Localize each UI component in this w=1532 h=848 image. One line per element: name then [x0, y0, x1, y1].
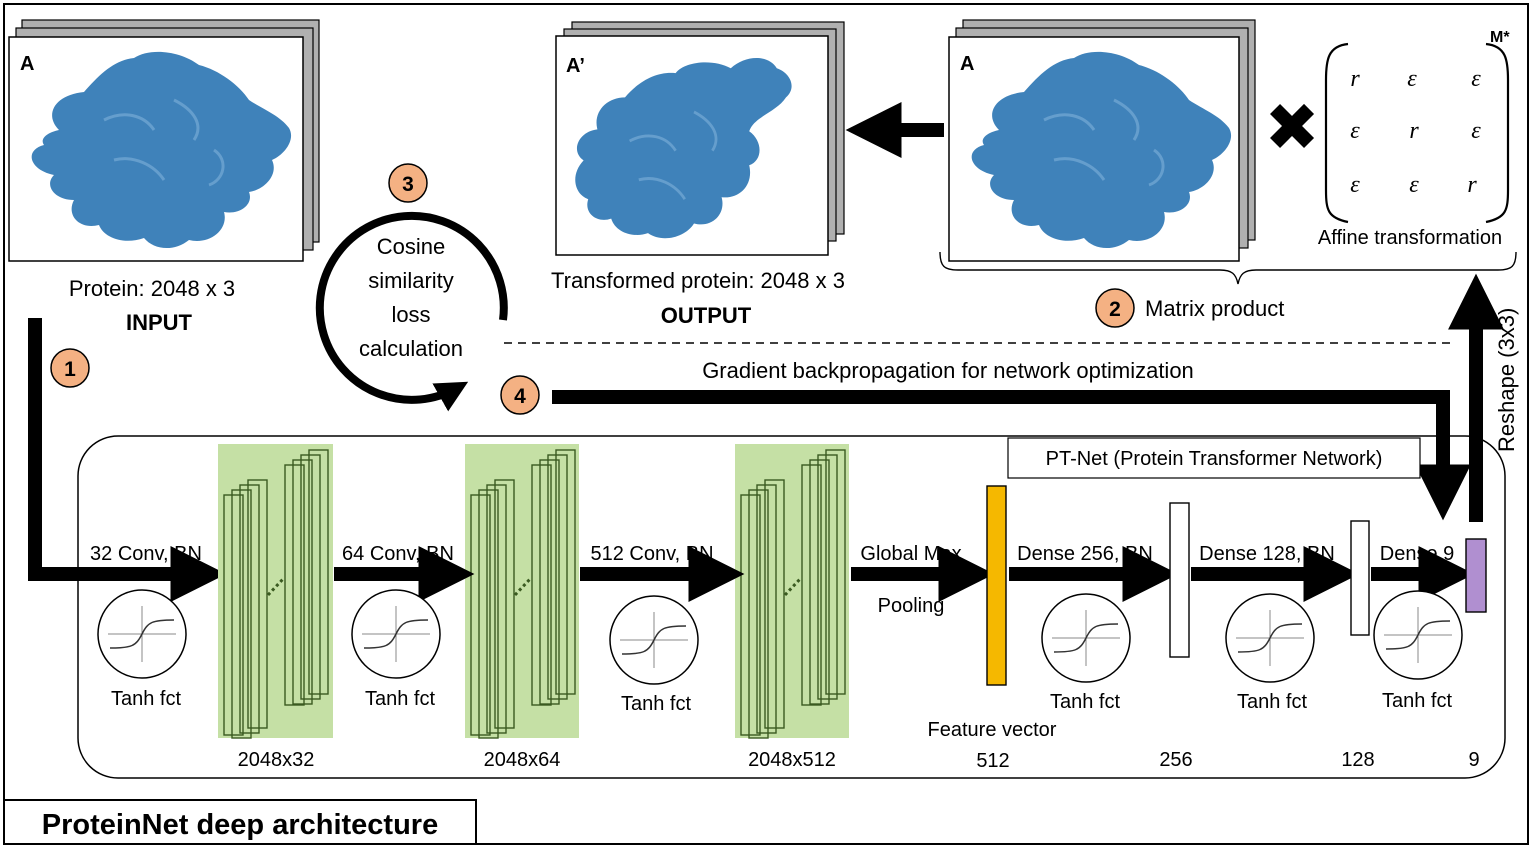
size-label: 9 — [1468, 749, 1479, 771]
activation-label: Tanh fct — [1237, 691, 1307, 713]
feature-vector-label: Feature vector — [928, 719, 1057, 741]
conv-block-1 — [218, 444, 333, 739]
affine-matrix: M* r ε ε ε r ε ε ε r — [1324, 29, 1510, 224]
output-protein-panel: A’ — [555, 21, 845, 256]
layer-op-label: Dense 9 — [1380, 543, 1455, 565]
tanh-curve-icon — [1373, 590, 1463, 680]
activation-label: Tanh fct — [1050, 691, 1120, 713]
loss-line: Cosine — [377, 234, 445, 259]
matrix-cell: ε — [1409, 172, 1419, 198]
tanh-curve-icon — [97, 589, 187, 679]
matrix-product-caption: Matrix product — [1145, 296, 1284, 321]
protein-blob — [971, 51, 1232, 249]
step-1-badge — [50, 348, 90, 388]
size-label: 512 — [976, 750, 1009, 772]
multiply-icon: ✖ — [1264, 90, 1319, 164]
step-4-number: 4 — [514, 385, 526, 408]
tanh-curve-icon — [1225, 593, 1315, 683]
step-2-badge — [1095, 288, 1135, 328]
input-protein-panel: A — [8, 19, 320, 262]
pooling-label-2: Pooling — [878, 595, 945, 617]
affine-caption: Affine transformation — [1318, 227, 1502, 249]
outer-frame — [3, 3, 1529, 845]
loss-line: similarity — [368, 268, 454, 293]
size-label: 128 — [1341, 749, 1374, 771]
conv-block-3 — [735, 444, 849, 739]
loss-cycle-arrow — [315, 211, 508, 412]
tanh-curve-icon — [1041, 593, 1131, 683]
dense-128-bar — [1350, 520, 1370, 636]
step-4-badge — [500, 375, 540, 415]
tanh-curve-icon — [351, 589, 441, 679]
size-label: 256 — [1159, 749, 1192, 771]
loss-line: loss — [391, 302, 430, 327]
step-3-number: 3 — [402, 173, 414, 196]
layer-op-label: Dense 128, BN — [1199, 543, 1335, 565]
protein-blob — [31, 51, 292, 249]
activation-label: Tanh fct — [621, 693, 691, 715]
matrix-right-bracket — [1485, 42, 1510, 224]
matrix-cell: r — [1409, 118, 1419, 144]
protein-blob — [575, 58, 792, 239]
output-matrix-label: A’ — [566, 55, 585, 77]
pt-net-container — [77, 435, 1506, 779]
matrix-cell: r — [1467, 172, 1477, 198]
reshape-label: Reshape (3x3) — [1494, 308, 1519, 452]
dense-256-bar — [1169, 502, 1190, 658]
activation-label: Tanh fct — [1382, 690, 1452, 712]
backprop-label: Gradient backpropagation for network opt… — [702, 358, 1194, 383]
matrix-cell: ε — [1471, 118, 1481, 144]
input-to-network-arrow — [28, 318, 227, 602]
backprop-arrow — [552, 390, 1471, 521]
layer-op-label: Dense 256, BN — [1017, 543, 1153, 565]
matrix-name: M* — [1490, 29, 1510, 46]
activation-label: Tanh fct — [111, 688, 181, 710]
layer-op-label: 512 Conv, BN — [590, 543, 713, 565]
dense-9-bar — [1465, 538, 1487, 613]
product-protein-panel: A — [948, 19, 1256, 262]
product-matrix-label: A — [960, 53, 974, 75]
matrix-product-brace — [939, 251, 1517, 285]
loss-line: calculation — [359, 336, 463, 361]
matrix-cell: ε — [1350, 118, 1360, 144]
title-box — [3, 799, 477, 845]
matrix-cell: ε — [1471, 66, 1481, 92]
output-caption: Transformed protein: 2048 x 3 — [551, 268, 845, 293]
pt-net-title: PT-Net (Protein Transformer Network) — [1046, 448, 1383, 470]
input-role: INPUT — [126, 310, 193, 335]
output-role: OUTPUT — [661, 303, 752, 328]
matrix-left-bracket — [1324, 42, 1349, 224]
shape-label: 2048x512 — [748, 749, 836, 771]
step-2-number: 2 — [1109, 298, 1121, 321]
pt-net-title-box — [1007, 437, 1421, 479]
page-title: ProteinNet deep architecture — [42, 809, 438, 841]
shape-label: 2048x32 — [238, 749, 315, 771]
step-1-number: 1 — [64, 358, 76, 381]
pooling-label-1: Global Max — [860, 543, 961, 565]
input-matrix-label: A — [20, 53, 34, 75]
conv-block-2 — [465, 444, 579, 739]
step-3-badge — [388, 163, 428, 203]
feature-vector-bar — [986, 485, 1007, 686]
matrix-cell: ε — [1350, 172, 1360, 198]
input-caption: Protein: 2048 x 3 — [69, 276, 235, 301]
matrix-cell: ε — [1407, 66, 1417, 92]
tanh-curve-icon — [609, 595, 699, 685]
layer-op-label: 32 Conv, BN — [90, 543, 202, 565]
shape-label: 2048x64 — [484, 749, 561, 771]
activation-label: Tanh fct — [365, 688, 435, 710]
layer-op-label: 64 Conv, BN — [342, 543, 454, 565]
matrix-cell: r — [1350, 66, 1360, 92]
